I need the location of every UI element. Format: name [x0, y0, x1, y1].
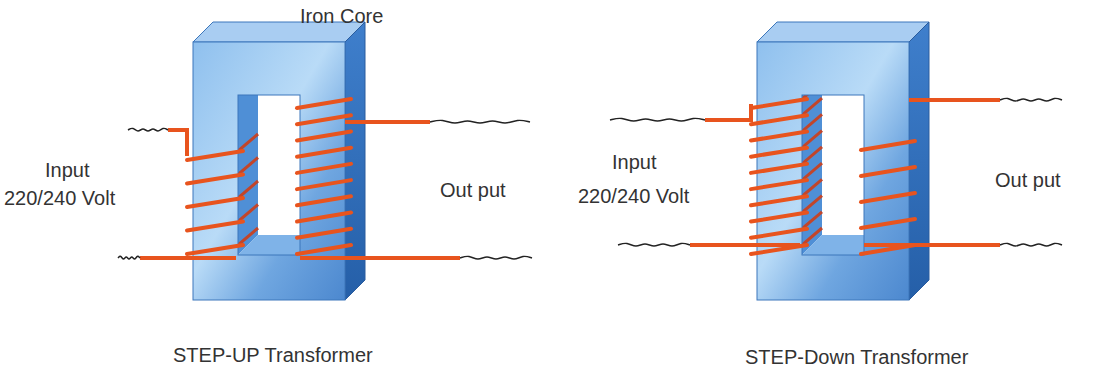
terminal-label: Out put	[440, 178, 506, 202]
caption-label: STEP-Down Transformer	[745, 345, 968, 369]
supply-wire	[618, 243, 690, 246]
voltage-label: 220/240 Volt	[4, 186, 115, 210]
supply-wire	[1000, 98, 1062, 101]
lead-wire	[168, 130, 187, 156]
iron-core	[610, 22, 1062, 300]
caption-label: STEP-UP Transformer	[173, 343, 373, 367]
lead-wire	[705, 104, 751, 120]
lead-wire	[345, 120, 430, 124]
supply-wire	[1000, 243, 1062, 246]
supply-wire	[430, 120, 530, 123]
lead-wire	[864, 243, 1000, 247]
supply-wire	[128, 128, 168, 131]
supply-wire	[460, 256, 532, 259]
lead-wire	[300, 256, 460, 260]
lead-wire	[140, 256, 236, 260]
terminal-label: Out put	[995, 168, 1061, 192]
iron-core	[118, 22, 532, 300]
lead-wire	[690, 243, 800, 247]
lead-wire	[909, 98, 1000, 102]
voltage-label: 220/240 Volt	[578, 184, 689, 208]
supply-wire	[610, 118, 705, 121]
coil-winding	[751, 99, 915, 254]
coil-winding	[187, 99, 351, 254]
terminal-label: Input	[45, 158, 89, 182]
terminal-label: Input	[612, 150, 656, 174]
supply-wire	[118, 256, 140, 259]
part-label: Iron Core	[300, 4, 383, 28]
